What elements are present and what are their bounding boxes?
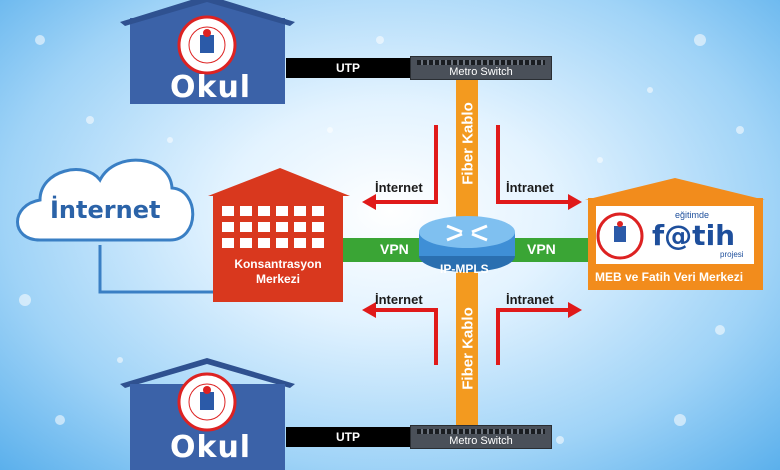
datacenter-label: MEB ve Fatih Veri Merkezi: [595, 270, 744, 284]
concentration-center-label: Konsantrasyon Merkezi: [213, 257, 343, 287]
vpn-label-left: VPN: [380, 241, 409, 257]
fatih-logo-small: eğitimde: [675, 210, 710, 220]
metro-switch-label: Metro Switch: [449, 435, 513, 447]
utp-link-top: UTP: [286, 58, 410, 78]
concentration-center-building: [208, 168, 350, 302]
background-sparkles: [19, 34, 744, 444]
fiber-label-bottom: Fiber Kablo: [459, 307, 477, 390]
internet-cloud: [16, 158, 195, 242]
school-label-top: Okul: [170, 70, 252, 105]
fatih-logo-sub: projesi: [720, 250, 744, 259]
internet-flow-arrow-top: [372, 125, 438, 204]
datacenter-building: [585, 178, 765, 290]
flow-label-internet-top: İnternet: [375, 180, 423, 195]
switch-ports: [417, 60, 545, 65]
intranet-flow-arrow-top: [496, 125, 572, 204]
internet-cloud-label: İnternet: [50, 196, 161, 224]
fiber-label-top: Fiber Kablo: [459, 102, 477, 185]
vpn-link-left: [340, 238, 430, 262]
cloud-connector-line: [98, 245, 215, 294]
switch-ports: [417, 429, 545, 434]
vpn-label-right: VPN: [527, 241, 556, 257]
concentration-line-1: Konsantrasyon: [234, 257, 322, 271]
intranet-flow-arrow-bottom: [496, 308, 572, 365]
flow-label-intranet-top: İntranet: [506, 180, 554, 195]
vpn-link-right: [510, 238, 590, 262]
flow-label-intranet-bottom: İntranet: [506, 292, 554, 307]
fatih-logo-main: f@tih: [652, 219, 736, 252]
metro-switch-label: Metro Switch: [449, 66, 513, 78]
school-emblem-top: [177, 15, 237, 75]
metro-switch-top[interactable]: Metro Switch: [410, 56, 552, 80]
ip-mpls-label: IP-MPLS: [440, 262, 489, 276]
school-emblem-bottom: [177, 372, 237, 432]
flow-label-internet-bottom: İnternet: [375, 292, 423, 307]
utp-link-bottom: UTP: [286, 427, 410, 447]
internet-flow-arrow-bottom: [372, 308, 438, 365]
ip-mpls-router: [419, 216, 515, 272]
school-label-bottom: Okul: [170, 430, 252, 465]
concentration-line-2: Merkezi: [255, 272, 301, 286]
metro-switch-bottom[interactable]: Metro Switch: [410, 425, 552, 449]
